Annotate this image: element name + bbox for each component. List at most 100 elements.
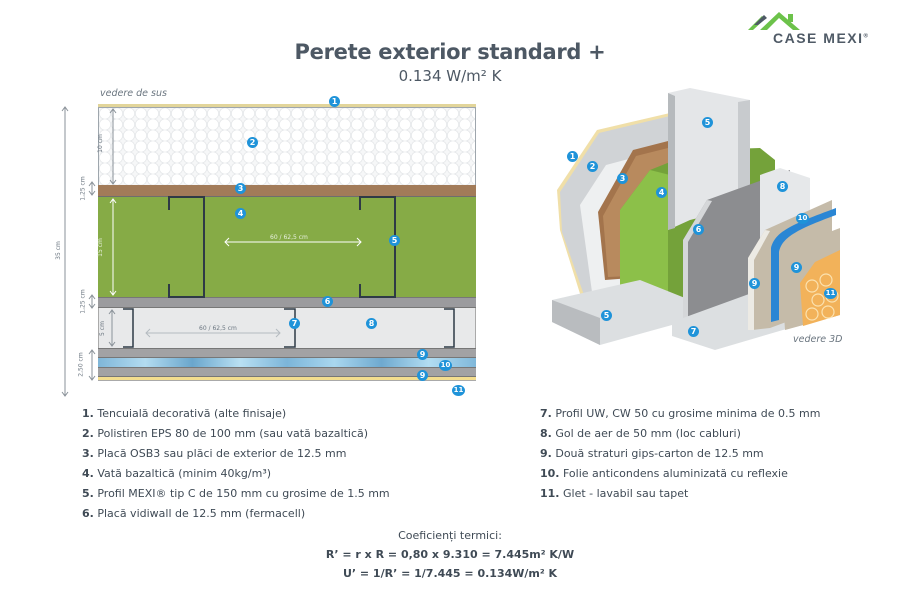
coefficient-r-formula: R’ = r x R = 0,80 x 9.310 = 7.445m² K/W xyxy=(325,548,575,561)
uw-profile-3 xyxy=(444,308,455,348)
badge-3d-5-top: 5 xyxy=(702,117,713,128)
air-width-arrow xyxy=(145,328,281,338)
brand-name: CASE MEXI® xyxy=(773,30,868,46)
legend-item: 1. Tencuială decorativă (alte finisaje) xyxy=(82,404,390,424)
badge-7: 7 xyxy=(289,318,300,329)
badge-9b: 9 xyxy=(417,370,428,381)
legend-item: 9. Două straturi gips-carton de 12.5 mm xyxy=(540,444,820,464)
legend-item: 5. Profil MEXI® tip C de 150 mm cu grosi… xyxy=(82,484,390,504)
legend-num: 1. xyxy=(82,407,94,420)
layer-plaster xyxy=(98,104,476,107)
legend-num: 6. xyxy=(82,507,94,520)
layer-eps-polystyrene xyxy=(98,107,476,186)
layer-gypsum-board-1 xyxy=(98,348,476,358)
badge-6: 6 xyxy=(322,296,333,307)
legend-item: 2. Polistiren EPS 80 de 100 mm (sau vată… xyxy=(82,424,390,444)
badge-11: 11 xyxy=(452,385,465,396)
badge-3d-1: 1 xyxy=(567,151,578,162)
legend-item: 4. Vată bazaltică (minim 40kg/m³) xyxy=(82,464,390,484)
badge-9a: 9 xyxy=(417,349,428,360)
legend-num: 2. xyxy=(82,427,94,440)
section-overlay xyxy=(108,108,455,348)
layer-basalt-wool xyxy=(98,197,476,297)
top-view-label: vedere de sus xyxy=(100,88,167,99)
legend-num: 10. xyxy=(540,467,560,480)
3d-foil xyxy=(771,208,836,322)
badge-3d-6: 6 xyxy=(693,224,704,235)
legend-text: Placă OSB3 sau plăci de exterior de 12.5… xyxy=(97,447,347,460)
layer-gypsum-board-2 xyxy=(98,367,476,377)
dim-stud-spacing-top: 60 / 62,5 cm xyxy=(270,234,308,241)
legend-item: 11. Glet - lavabil sau tapet xyxy=(540,484,820,504)
badge-3d-9-back: 9 xyxy=(791,262,802,273)
page-subtitle: 0.134 W/m² K xyxy=(398,67,502,85)
badge-5: 5 xyxy=(389,235,400,246)
badge-3d-2: 2 xyxy=(587,161,598,172)
uw-profile-1 xyxy=(123,308,134,348)
legend-num: 4. xyxy=(82,467,94,480)
legend-num: 3. xyxy=(82,447,94,460)
3d-glet xyxy=(800,250,840,326)
layer-osb-board xyxy=(98,185,476,197)
badge-3d-11: 11 xyxy=(824,288,837,299)
badge-3d-10: 10 xyxy=(796,213,809,224)
side-dimensions xyxy=(61,106,96,397)
legend-text: Gol de aer de 50 mm (loc cabluri) xyxy=(555,427,741,440)
brand-name-text: CASE MEXI xyxy=(773,30,864,46)
page-title: Perete exterior standard + xyxy=(294,40,606,64)
legend-item: 3. Placă OSB3 sau plăci de exterior de 1… xyxy=(82,444,390,464)
dim-stud-spacing-bottom: 60 / 62,5 cm xyxy=(199,325,237,332)
legend-item: 7. Profil UW, CW 50 cu grosime minima de… xyxy=(540,404,820,424)
layer-vidiwall-board xyxy=(98,297,476,308)
legend-text: Profil UW, CW 50 cu grosime minima de 0.… xyxy=(555,407,821,420)
gips-thickness-arrow xyxy=(88,349,96,381)
badge-3d-7: 7 xyxy=(688,326,699,337)
badge-2: 2 xyxy=(247,137,258,148)
layer-glet-finish xyxy=(98,377,476,381)
eps-height-arrow xyxy=(109,108,117,185)
c-profile-right xyxy=(359,196,396,298)
badge-3d-3: 3 xyxy=(617,173,628,184)
badge-8: 8 xyxy=(366,318,377,329)
brand-trademark: ® xyxy=(863,33,868,40)
badge-1: 1 xyxy=(329,96,340,107)
wool-height-arrow xyxy=(109,198,117,296)
legend-text: Tencuială decorativă (alte finisaje) xyxy=(97,407,287,420)
case-mexi-logo: CASE MEXI® xyxy=(744,8,894,48)
layer-air-gap xyxy=(98,308,476,348)
legend-item: 10. Folie anticondens aluminizată cu ref… xyxy=(540,464,820,484)
badge-3d-4: 4 xyxy=(656,187,667,198)
layer-vapor-foil xyxy=(98,358,476,367)
coefficients-title: Coeficienți termici: xyxy=(398,529,502,542)
legend-item: 8. Gol de aer de 50 mm (loc cabluri) xyxy=(540,424,820,444)
legend-left: 1. Tencuială decorativă (alte finisaje) … xyxy=(82,404,390,524)
legend-num: 11. xyxy=(540,487,560,500)
legend-text: Profil MEXI® tip C de 150 mm cu grosime … xyxy=(97,487,390,500)
legend-num: 7. xyxy=(540,407,552,420)
osb-thickness-arrow xyxy=(88,181,96,196)
air-height-arrow xyxy=(108,309,116,347)
wall-cross-section: 10 cm 15 cm 5 cm 60 / 62,5 cm 60 / 62,5 … xyxy=(97,96,476,396)
roof-icon xyxy=(748,12,800,30)
3d-view-label: vedere 3D xyxy=(793,334,843,345)
legend-text: Glet - lavabil sau tapet xyxy=(563,487,689,500)
wool-width-arrow xyxy=(224,237,362,247)
badge-10: 10 xyxy=(439,360,452,371)
legend-right: 7. Profil UW, CW 50 cu grosime minima de… xyxy=(540,404,820,504)
legend-text: Polistiren EPS 80 de 100 mm (sau vată ba… xyxy=(97,427,369,440)
badge-3d-9-front: 9 xyxy=(749,278,760,289)
legend-num: 9. xyxy=(540,447,552,460)
coefficient-u-formula: U’ = 1/R’ = 1/7.445 = 0.134W/m² K xyxy=(342,567,558,580)
badge-3d-5-bottom: 5 xyxy=(601,310,612,321)
legend-text: Placă vidiwall de 12.5 mm (fermacell) xyxy=(97,507,306,520)
legend-num: 8. xyxy=(540,427,552,440)
legend-text: Folie anticondens aluminizată cu reflexi… xyxy=(563,467,788,480)
badge-3: 3 xyxy=(235,183,246,194)
legend-text: Vată bazaltică (minim 40kg/m³) xyxy=(97,467,272,480)
vidiwall-thickness-arrow xyxy=(88,294,96,309)
legend-num: 5. xyxy=(82,487,94,500)
c-profile-left xyxy=(168,196,205,298)
legend-text: Două straturi gips-carton de 12.5 mm xyxy=(555,447,764,460)
badge-4: 4 xyxy=(235,208,246,219)
legend-item: 6. Placă vidiwall de 12.5 mm (fermacell) xyxy=(82,504,390,524)
